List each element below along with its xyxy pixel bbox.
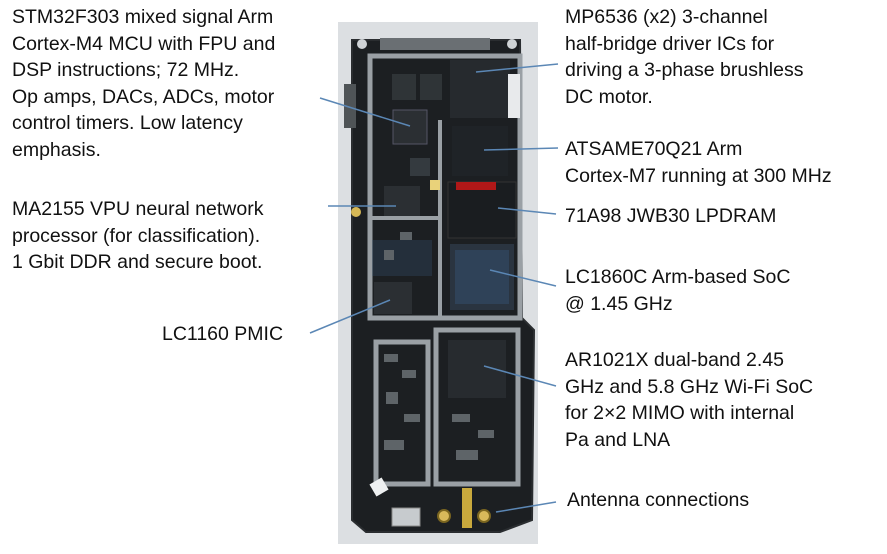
label-line: driving a 3-phase brushless — [565, 59, 804, 81]
ar1021-chip — [448, 340, 506, 398]
label-line: MP6536 (x2) 3-channel — [565, 6, 768, 28]
label-line: Pa and LNA — [565, 428, 671, 451]
label-line: DC motor. — [565, 85, 653, 108]
label-lc1860c: LC1860C Arm-based SoC @ 1.45 GHz — [565, 264, 790, 317]
label-ar1021x: AR1021X dual-band 2.45 GHz and 5.8 GHz W… — [565, 347, 813, 453]
atsame70-chip — [452, 126, 508, 176]
label-mp6536: MP6536 (x2) 3-channel half-bridge driver… — [565, 4, 803, 110]
label-line: emphasis. — [12, 138, 101, 161]
label-line: processor (for classification). — [12, 224, 261, 247]
label-line: AR1021X dual-band 2.45 — [565, 349, 785, 371]
label-line: LC1160 PMIC — [162, 323, 284, 345]
label-line: for 2×2 MIMO with internal — [565, 402, 795, 424]
mp6536-chip — [450, 60, 510, 118]
label-stm32f303: STM32F303 mixed signal Arm Cortex-M4 MCU… — [12, 4, 275, 163]
gold-strip — [462, 488, 472, 528]
label-line: ATSAME70Q21 Arm — [565, 138, 743, 160]
lpdram-chip — [447, 181, 517, 239]
label-line: MA2155 VPU neural network — [12, 198, 264, 220]
label-line: @ 1.45 GHz — [565, 292, 673, 315]
label-line: LC1860C Arm-based SoC — [565, 266, 791, 288]
label-line: Antenna connections — [567, 489, 750, 511]
label-lc1160: LC1160 PMIC — [162, 321, 283, 348]
lower-left-shield — [373, 339, 431, 487]
label-line: Cortex-M4 MCU with FPU and — [12, 32, 276, 55]
lower-right-shield — [433, 327, 521, 487]
antenna-connector-2 — [477, 509, 491, 523]
usb-connector — [391, 507, 421, 527]
label-atsame70q21: ATSAME70Q21 Arm Cortex-M7 running at 300… — [565, 136, 832, 189]
label-line: STM32F303 mixed signal Arm — [12, 6, 274, 28]
label-line: GHz and 5.8 GHz Wi-Fi SoC — [565, 375, 814, 398]
label-line: 1 Gbit DDR and secure boot. — [12, 251, 263, 273]
label-ma2155: MA2155 VPU neural network processor (for… — [12, 196, 263, 276]
label-antenna-connections: Antenna connections — [567, 487, 749, 514]
label-line: Op amps, DACs, ADCs, motor — [12, 85, 275, 108]
label-line: 71A98 JWB30 LPDRAM — [565, 205, 777, 227]
upper-shield — [367, 53, 523, 321]
label-line: DSP instructions; 72 MHz. — [12, 59, 240, 81]
antenna-connector-1 — [437, 509, 451, 523]
label-lpdram: 71A98 JWB30 LPDRAM — [565, 203, 776, 230]
ma2155-chip — [384, 186, 420, 216]
label-line: half-bridge driver ICs for — [565, 32, 775, 55]
label-line: control timers. Low latency — [12, 112, 243, 134]
lc1160-chip — [374, 282, 412, 314]
stm32-chip — [392, 109, 428, 145]
label-line: Cortex-M7 running at 300 MHz — [565, 164, 832, 187]
